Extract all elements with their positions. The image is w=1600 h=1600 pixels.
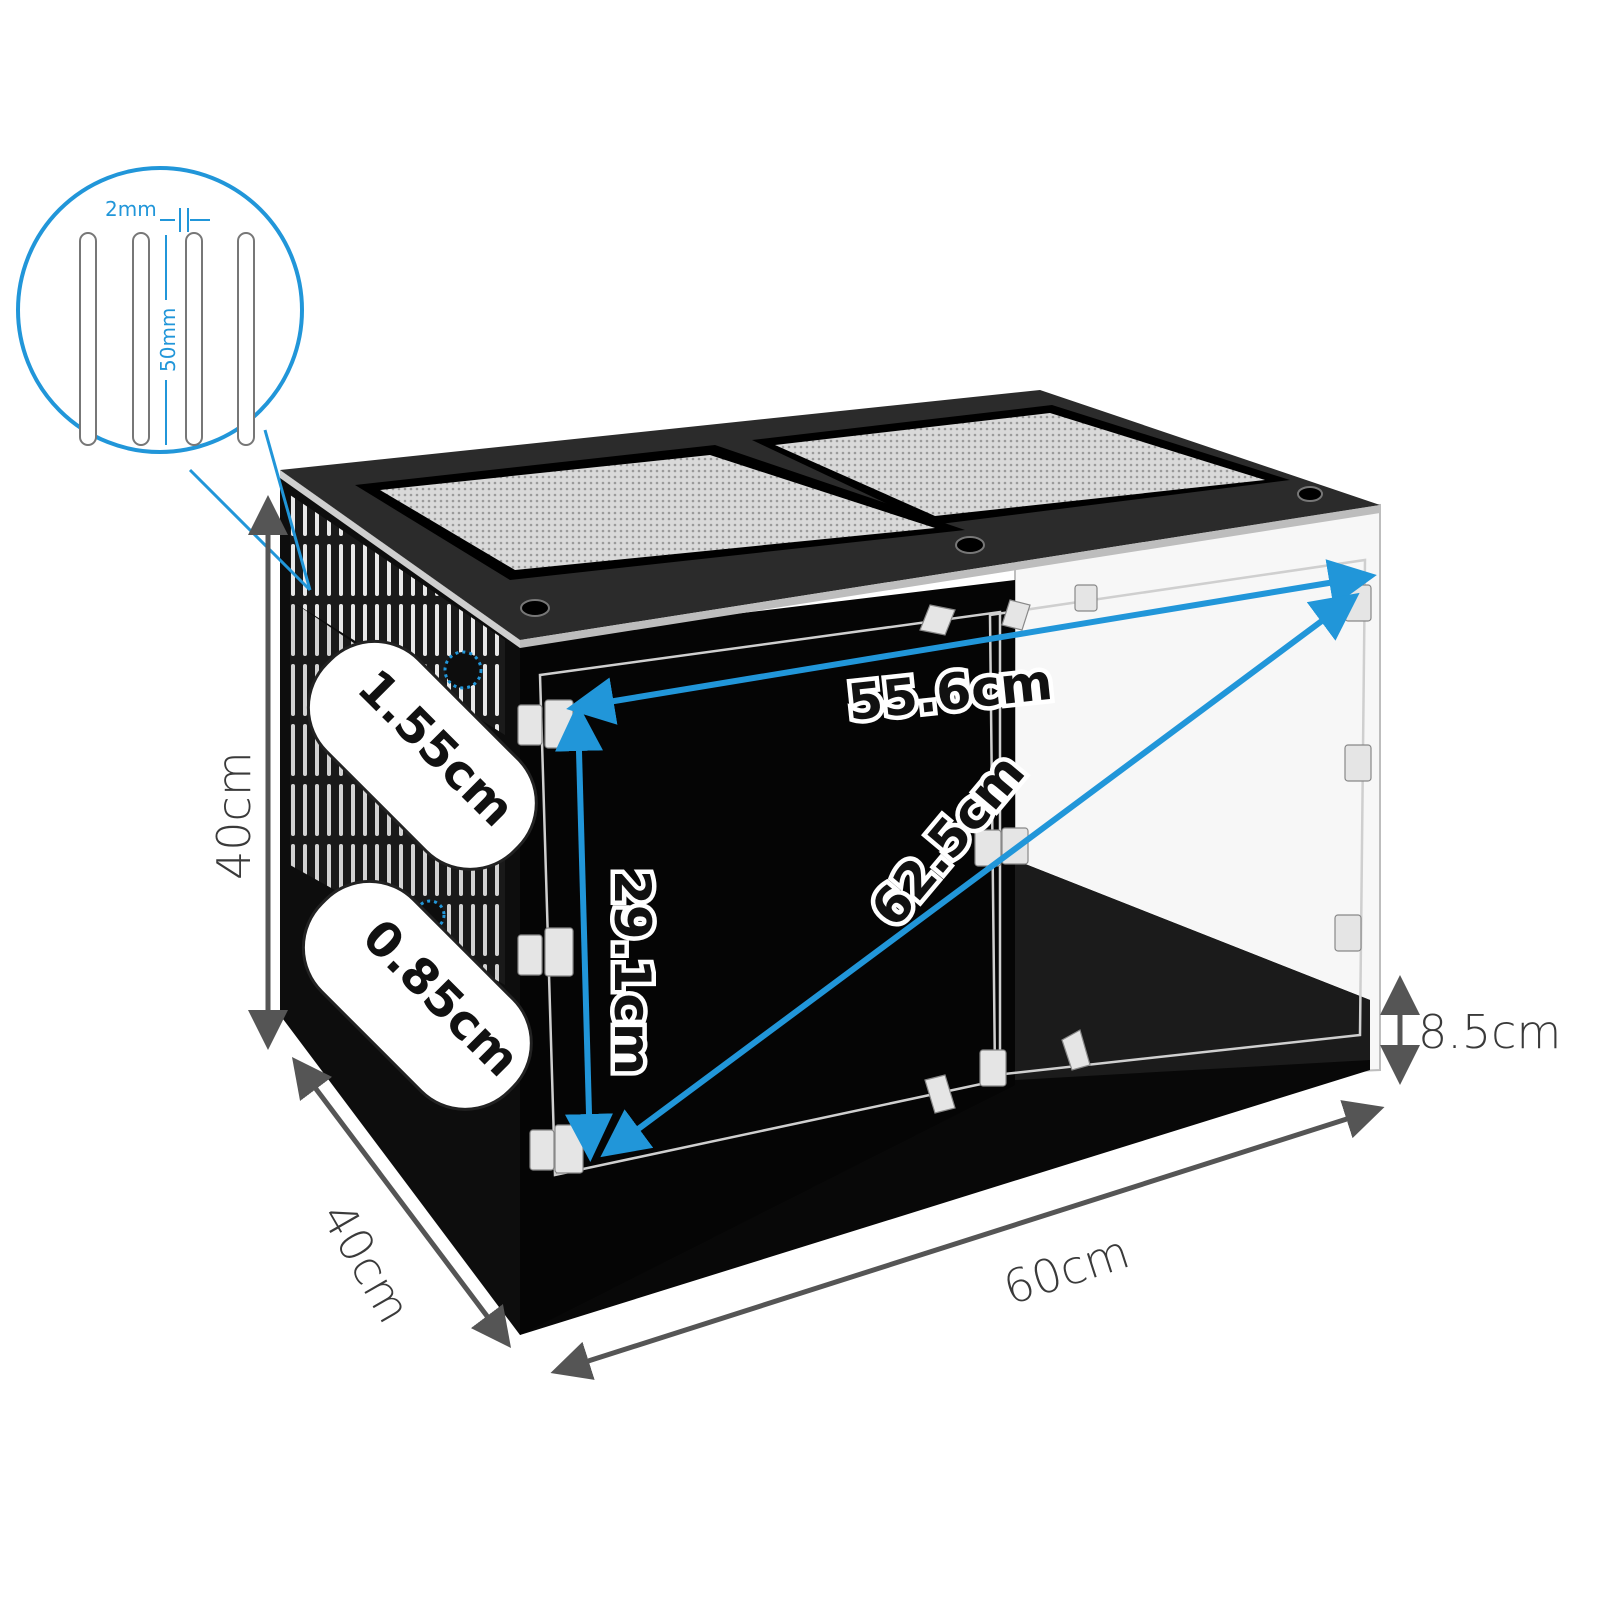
door-height-line — [555, 703, 613, 1162]
slot-length-label: 50mm — [156, 308, 180, 372]
knob — [955, 536, 985, 554]
slot — [237, 232, 255, 446]
slot — [132, 232, 150, 446]
top-mesh-inner-left — [380, 455, 935, 570]
knob — [520, 599, 550, 617]
slot-gap-label: 2mm — [105, 197, 157, 221]
depth-label: 40cm — [310, 1194, 421, 1332]
width-label: 60cm — [997, 1224, 1136, 1315]
door-height-label: 29.1cm — [603, 870, 661, 1075]
height-label: 40cm — [207, 751, 261, 880]
vent-hole-large — [443, 650, 483, 690]
top-mesh-inner-right — [775, 413, 1265, 516]
slot — [185, 232, 203, 446]
inner-diagonal-line — [600, 592, 1360, 1158]
knob — [1297, 486, 1323, 502]
depth-dimension-line — [291, 1057, 512, 1348]
zoom-callout: 2mm 50mm — [16, 166, 312, 592]
base-height-label: 8.5cm — [1418, 1005, 1561, 1059]
inner-dimensions — [555, 559, 1377, 1162]
top-edge — [280, 470, 520, 648]
slot — [79, 232, 97, 446]
